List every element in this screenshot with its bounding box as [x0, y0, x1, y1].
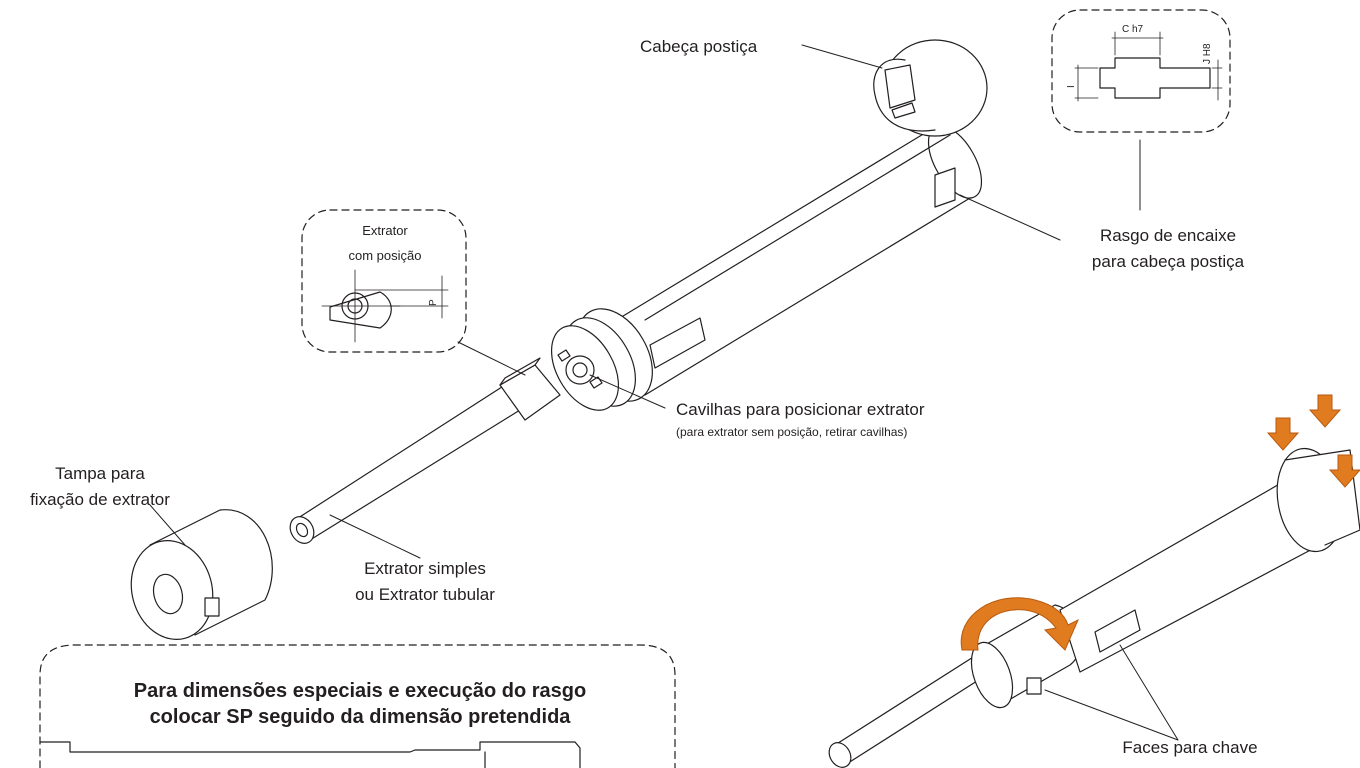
leader-extrator-simples: [329, 514, 421, 559]
special-note-line2: colocar SP seguido da dimensão pretendid…: [149, 706, 571, 728]
down-arrow-icon: [1266, 417, 1300, 451]
detail-extrator-posicao: [321, 269, 449, 343]
label-extrator-simples-line2: ou Extrator tubular: [355, 585, 495, 604]
leader-tampa: [149, 504, 186, 546]
special-note-line1: Para dimensões especiais e execução do r…: [133, 680, 587, 702]
assembled-view: [828, 447, 1360, 768]
leader-rasgo: [959, 194, 1061, 241]
label-cavilhas: Cavilhas para posicionar extrator: [676, 400, 925, 419]
label-cavilhas-sub: (para extrator sem posição, retirar cavi…: [676, 425, 908, 439]
extractor-rod: [289, 357, 561, 544]
callout-slot-detail: [1051, 9, 1231, 133]
dim-i: I: [1066, 85, 1077, 88]
down-arrow-icon: [1328, 454, 1360, 488]
dim-p: P: [428, 299, 439, 306]
callout-extrator-posicao: [301, 209, 467, 353]
dim-j-h8: J H8: [1202, 43, 1213, 64]
label-rasgo-line2: para cabeça postiça: [1091, 252, 1245, 271]
label-extrator-pos-line2: com posição: [348, 248, 422, 263]
dim-c-h7: C h7: [1122, 24, 1144, 35]
label-cabeca-posticia: Cabeça postiça: [640, 37, 758, 56]
leader-cabeca: [801, 44, 883, 69]
label-tampa-line2: fixação de extrator: [30, 490, 170, 509]
label-extrator-pos-line1: Extrator: [362, 223, 408, 238]
leader-callout-extrator: [457, 341, 526, 376]
label-extrator-simples-line1: Extrator simples: [364, 559, 486, 578]
down-arrow-icon: [1308, 394, 1342, 428]
detail-slot: [1074, 31, 1223, 102]
label-rasgo-line1: Rasgo de encaixe: [1099, 226, 1237, 245]
punch-body: [550, 125, 983, 411]
leader-faces-2: [1119, 644, 1179, 741]
leader-cavilhas: [589, 374, 666, 409]
callout-special-dimensions: [39, 644, 676, 768]
cap: [130, 509, 273, 640]
leader-faces-1: [1044, 689, 1179, 741]
removable-head: [873, 39, 988, 137]
label-tampa-line1: Tampa para: [55, 464, 145, 483]
label-faces-chave: Faces para chave: [1122, 738, 1258, 757]
rotation-arrow-icon: [960, 597, 1080, 651]
special-part-outline: [39, 741, 581, 768]
